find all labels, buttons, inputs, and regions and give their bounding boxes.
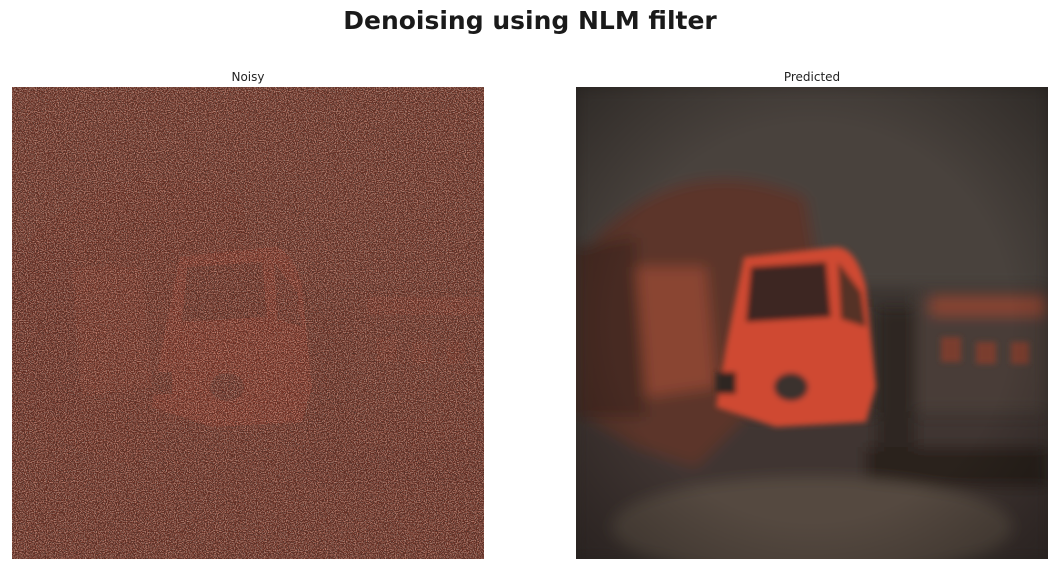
predicted-panel-title: Predicted: [783, 70, 841, 84]
predicted-image: [576, 87, 1048, 559]
noisy-panel: Noisy: [12, 68, 484, 559]
noisy-image: [12, 87, 484, 559]
figure-title: Denoising using NLM filter: [343, 6, 717, 35]
noisy-panel-title: Noisy: [231, 70, 265, 84]
predicted-panel: Predicted: [576, 68, 1048, 559]
predicted-scene: [576, 87, 1048, 559]
noisy-scene: [12, 87, 484, 559]
